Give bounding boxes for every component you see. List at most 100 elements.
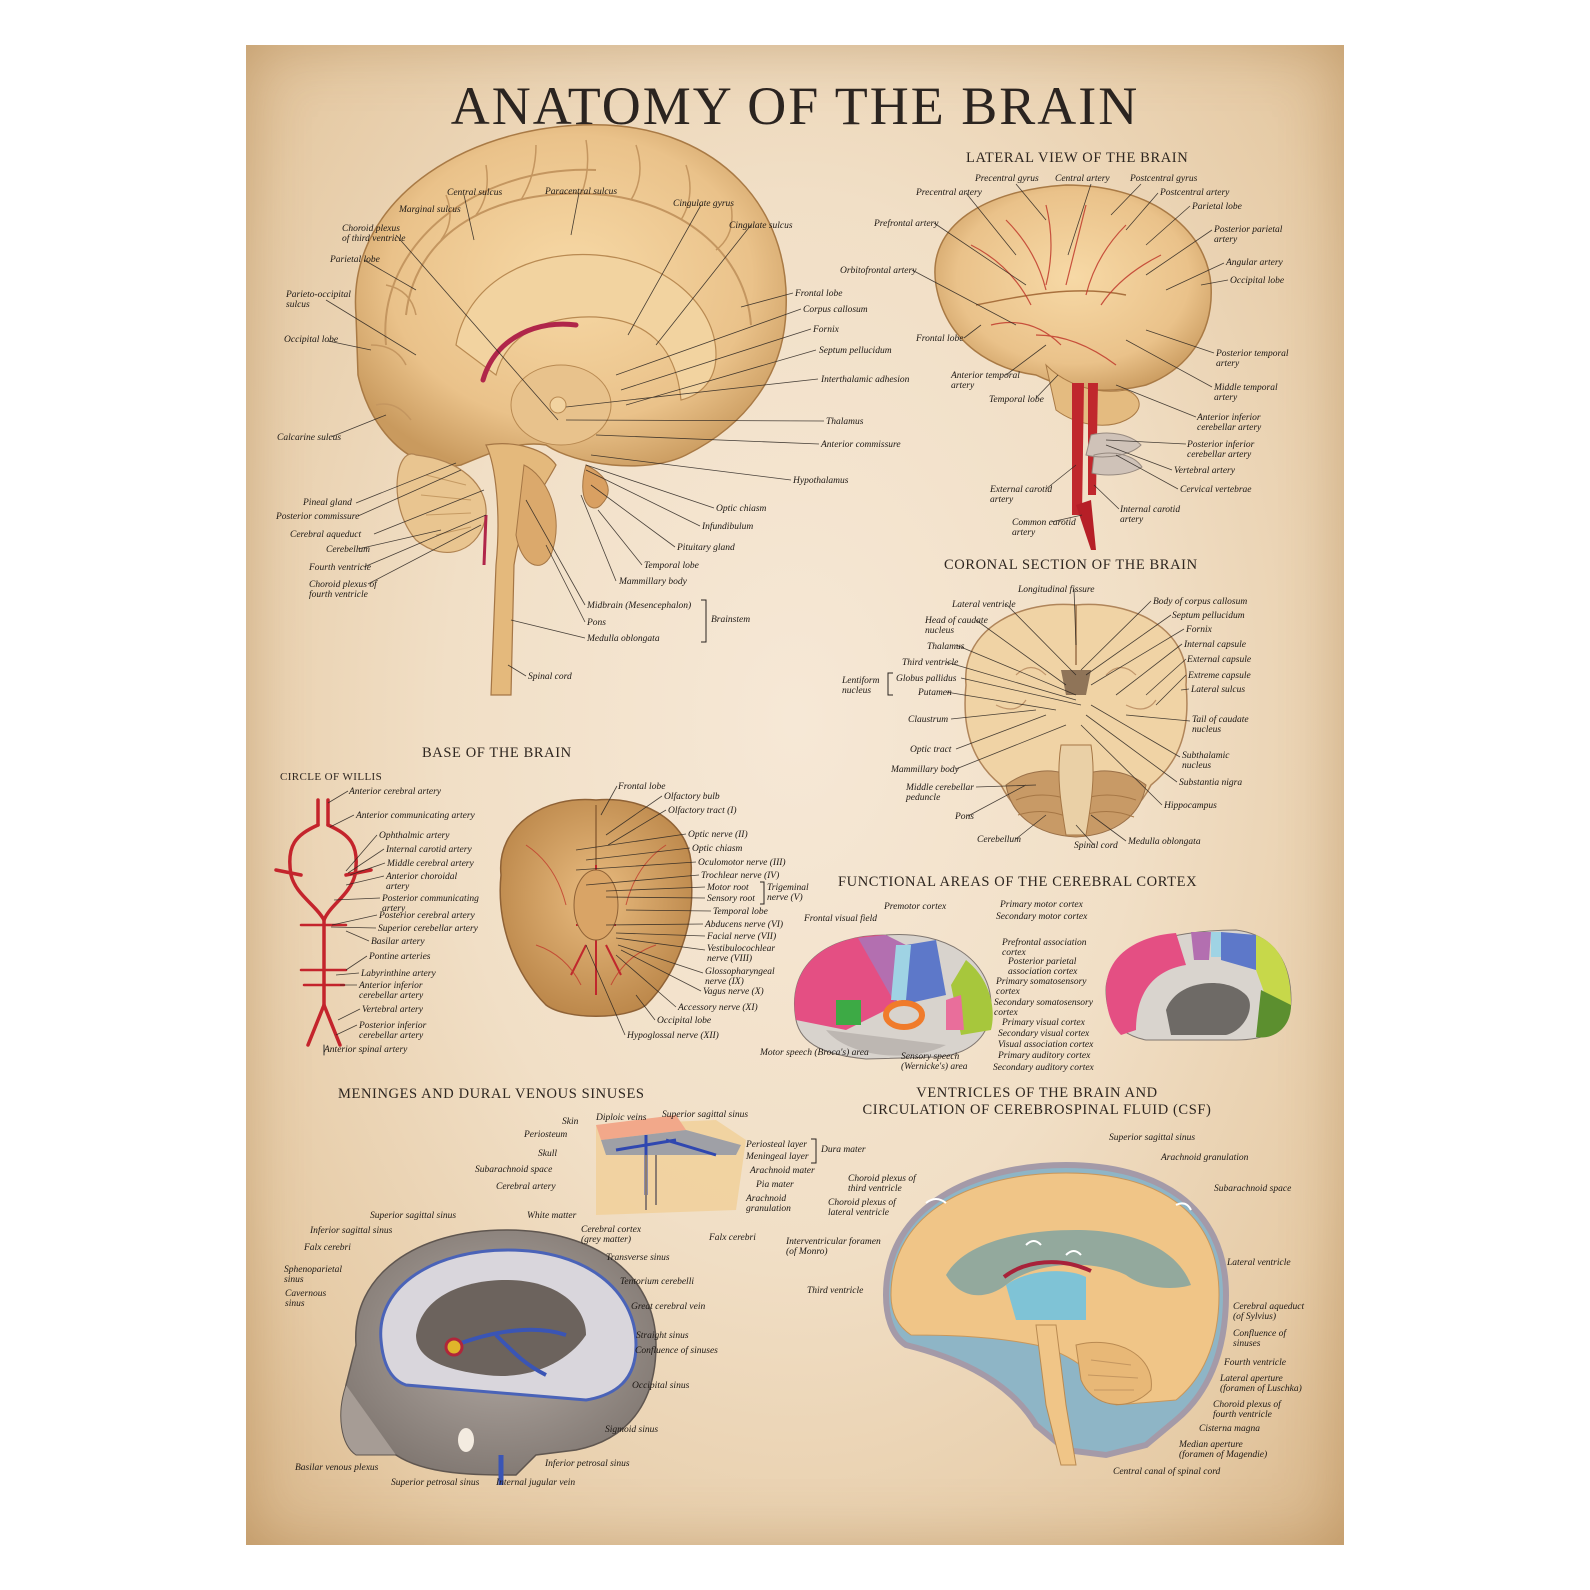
label-transverse-sinus: Transverse sinus	[606, 1253, 670, 1263]
label-frontal-lobe: Frontal lobe	[916, 334, 964, 344]
label-pons: Pons	[587, 618, 606, 628]
label-vestibulocochlear-nerve-viii: Vestibulocochlear nerve (VIII)	[707, 944, 776, 964]
label-secondary-auditory-cortex: Secondary auditory cortex	[993, 1063, 1094, 1073]
label-midbrain-mesencephalon: Midbrain (Mesencephalon)	[587, 601, 692, 611]
label-cerebellum: Cerebellum	[326, 545, 370, 555]
label-paracentral-sulcus: Paracentral sulcus	[545, 187, 618, 197]
label-anterior-temporal-artery: Anterior temporal artery	[951, 371, 1020, 391]
bracket-marks	[701, 599, 893, 1164]
label-meningeal-layer: Meningeal layer	[746, 1152, 809, 1162]
label-sensory-root: Sensory root	[707, 894, 755, 904]
label-facial-nerve-vii: Facial nerve (VII)	[707, 932, 777, 942]
label-internal-carotid-artery: Internal carotid artery	[1120, 505, 1181, 525]
label-superior-sagittal-sinus: Superior sagittal sinus	[1109, 1133, 1196, 1143]
label-postcentral-gyrus: Postcentral gyrus	[1130, 174, 1198, 184]
label-anterior-cerebral-artery: Anterior cerebral artery	[349, 787, 441, 797]
label-vagus-nerve-x: Vagus nerve (X)	[703, 987, 764, 997]
label-tentorium-cerebelli: Tentorium cerebelli	[620, 1277, 694, 1287]
label-middle-cerebellar-peduncle: Middle cerebellar peduncle	[906, 783, 974, 803]
label-corpus-callosum: Corpus callosum	[803, 305, 868, 315]
label-external-capsule: External capsule	[1187, 655, 1252, 665]
label-interthalamic-adhesion: Interthalamic adhesion	[821, 375, 910, 385]
label-posterior-inferior-cerebellar-artery: Posterior inferior cerebellar artery	[1187, 440, 1255, 460]
label-internal-jugular-vein: Internal jugular vein	[496, 1478, 576, 1488]
section-title-ventricles: VENTRICLES OF THE BRAIN AND CIRCULATION …	[842, 1085, 1232, 1119]
trigeminal-bracket-icon	[760, 881, 765, 905]
label-white-matter: White matter	[527, 1211, 577, 1221]
label-basilar-venous-plexus: Basilar venous plexus	[295, 1463, 379, 1473]
label-optic-nerve-ii: Optic nerve (II)	[688, 830, 748, 840]
label-frontal-visual-field: Frontal visual field	[804, 914, 878, 924]
label-falx-cerebri: Falx cerebri	[304, 1243, 351, 1253]
label-primary-auditory-cortex: Primary auditory cortex	[998, 1051, 1091, 1061]
label-globus-pallidus: Globus pallidus	[896, 674, 957, 684]
label-secondary-somatosensory-cortex: Secondary somatosensory cortex	[994, 998, 1093, 1018]
label-hypoglossal-nerve-xii: Hypoglossal nerve (XII)	[627, 1031, 719, 1041]
label-choroid-plexus-of-third-ventricle: Choroid plexus of third ventricle	[342, 224, 406, 244]
label-primary-visual-cortex: Primary visual cortex	[1002, 1018, 1085, 1028]
leader-lines	[325, 183, 1229, 1036]
label-middle-cerebral-artery: Middle cerebral artery	[387, 859, 474, 869]
label-anterior-inferior-cerebellar-artery: Anterior inferior cerebellar artery	[1197, 413, 1262, 433]
label-ophthalmic-artery: Ophthalmic artery	[379, 831, 450, 841]
label-occipital-sinus: Occipital sinus	[632, 1381, 690, 1391]
label-visual-association-cortex: Visual association cortex	[998, 1040, 1094, 1050]
label-olfactory-bulb: Olfactory bulb	[664, 792, 720, 802]
label-external-carotid-artery: External carotid artery	[990, 485, 1053, 505]
label-head-of-caudate-nucleus: Head of caudate nucleus	[925, 616, 988, 636]
label-arachnoid-granulation: Arachnoid granulation	[1161, 1153, 1249, 1163]
label-vertebral-artery: Vertebral artery	[362, 1005, 423, 1015]
label-choroid-plexus-of-third-ventricle: Choroid plexus of third ventricle	[848, 1174, 916, 1194]
label-basilar-artery: Basilar artery	[371, 937, 425, 947]
label-sensory-speech-wernicke-s-area: Sensory speech (Wernicke's) area	[901, 1052, 968, 1072]
coronal-section-illustration	[964, 603, 1188, 838]
label-spinal-cord: Spinal cord	[528, 672, 572, 682]
label-abducens-nerve-vi: Abducens nerve (VI)	[705, 920, 784, 930]
label-claustrum: Claustrum	[908, 715, 949, 725]
label-orbitofrontal-artery: Orbitofrontal artery	[840, 266, 917, 276]
label-optic-tract: Optic tract	[910, 745, 952, 755]
label-pons: Pons	[955, 812, 974, 822]
functional-areas-lateral-illustration	[794, 933, 993, 1060]
label-subarachnoid-space: Subarachnoid space	[1214, 1184, 1292, 1194]
label-vertebral-artery: Vertebral artery	[1174, 466, 1235, 476]
label-choroid-plexus-of-lateral-ventricle: Choroid plexus of lateral ventricle	[828, 1198, 896, 1218]
label-posterior-inferior-cerebellar-artery: Posterior inferior cerebellar artery	[359, 1021, 427, 1041]
label-cingulate-gyrus: Cingulate gyrus	[673, 199, 734, 209]
label-secondary-visual-cortex: Secondary visual cortex	[998, 1029, 1090, 1039]
label-trigeminal-nerve-v: Trigeminal nerve (V)	[767, 883, 809, 903]
label-tail-of-caudate-nucleus: Tail of caudate nucleus	[1192, 715, 1249, 735]
label-cervical-vertebrae: Cervical vertebrae	[1180, 485, 1252, 495]
label-cerebral-aqueduct-of-sylvius: Cerebral aqueduct (of Sylvius)	[1233, 1302, 1305, 1322]
label-parietal-lobe: Parietal lobe	[1192, 202, 1242, 212]
label-periosteum: Periosteum	[524, 1130, 568, 1140]
label-parieto-occipital-sulcus: Parieto-occipital sulcus	[286, 290, 351, 310]
label-frontal-lobe: Frontal lobe	[618, 782, 666, 792]
label-cingulate-sulcus: Cingulate sulcus	[729, 221, 793, 231]
label-occipital-lobe: Occipital lobe	[284, 335, 339, 345]
label-fourth-ventricle: Fourth ventricle	[1224, 1358, 1286, 1368]
label-spinal-cord: Spinal cord	[1074, 841, 1118, 851]
label-confluence-of-sinuses: Confluence of sinuses	[1233, 1329, 1287, 1349]
label-brainstem: Brainstem	[711, 615, 751, 625]
label-great-cerebral-vein: Great cerebral vein	[631, 1302, 706, 1312]
label-superior-sagittal-sinus: Superior sagittal sinus	[370, 1211, 457, 1221]
label-pia-mater: Pia mater	[756, 1180, 794, 1190]
section-subtitle-circle-of-willis: CIRCLE OF WILLIS	[280, 771, 383, 783]
section-title-functional: FUNCTIONAL AREAS OF THE CEREBRAL CORTEX	[838, 874, 1198, 890]
label-third-ventricle: Third ventricle	[902, 658, 959, 668]
lateral-brain-illustration	[934, 184, 1212, 550]
label-pituitary-gland: Pituitary gland	[677, 543, 735, 553]
label-cerebral-aqueduct: Cerebral aqueduct	[290, 530, 362, 540]
label-lateral-ventricle: Lateral ventricle	[1227, 1258, 1291, 1268]
section-title-meninges: MENINGES AND DURAL VENOUS SINUSES	[338, 1086, 645, 1102]
label-extreme-capsule: Extreme capsule	[1188, 671, 1251, 681]
label-accessory-nerve-xi: Accessory nerve (XI)	[678, 1003, 758, 1013]
label-primary-somatosensory-cortex: Primary somatosensory cortex	[996, 977, 1087, 997]
label-arachnoid-granulation: Arachnoid granulation	[746, 1194, 791, 1214]
label-anterior-choroidal-artery: Anterior choroidal artery	[386, 872, 458, 892]
